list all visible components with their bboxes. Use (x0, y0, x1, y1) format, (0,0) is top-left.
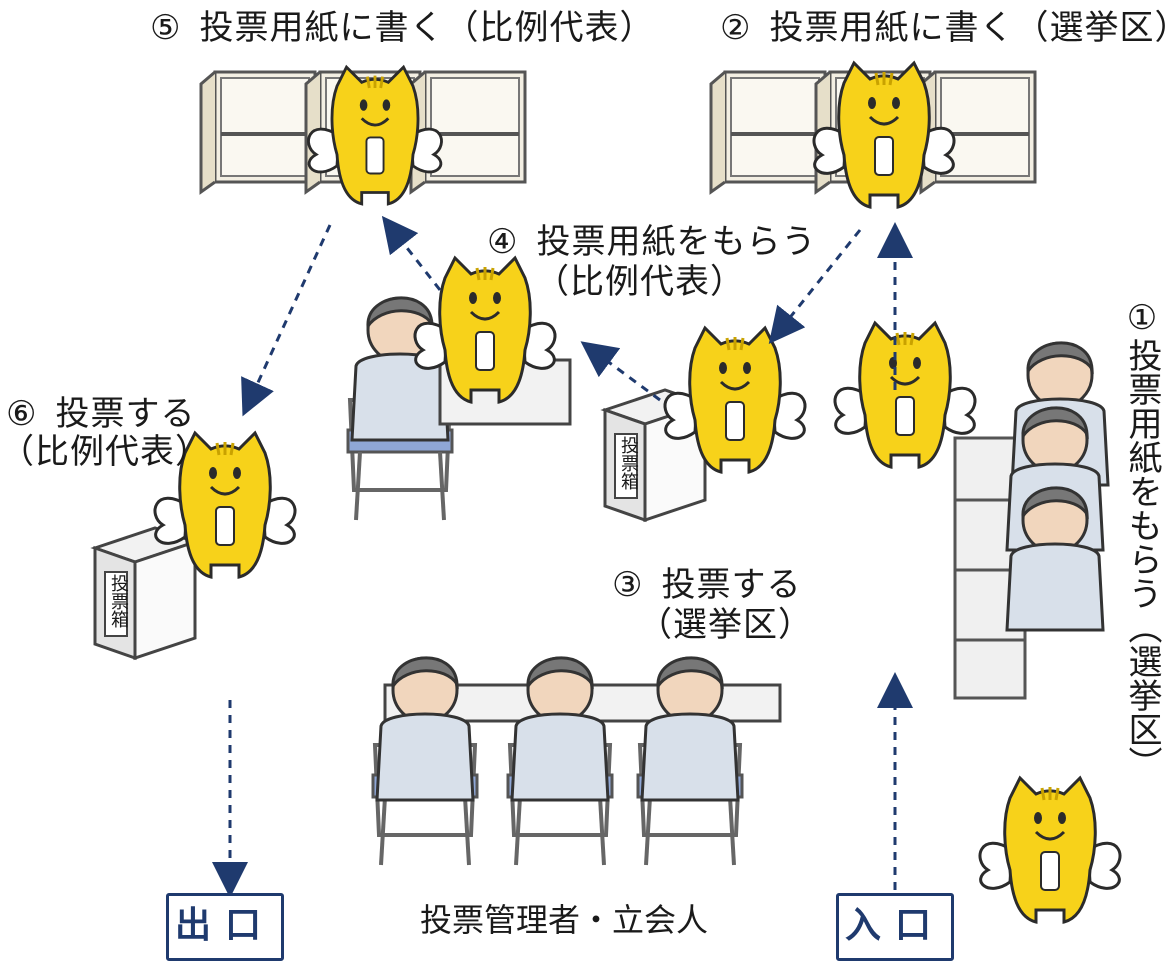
proportional-ballot-desk (346, 256, 572, 522)
constituency-ballot-counter (953, 341, 1110, 700)
step-1-text: 投票用紙をもらう (1122, 338, 1162, 610)
mascot-bottom-right (978, 776, 1122, 924)
step-1-sub: 選挙区 (1122, 644, 1162, 746)
step-1-paren-open: （ (1122, 610, 1162, 644)
step-6-text: 投票する (55, 394, 196, 434)
supervisors-group (371, 656, 782, 867)
staff-caption: 投票管理者・立会人 (420, 901, 709, 939)
step-1-label: ①投票用紙をもらう（選挙区） (1120, 298, 1162, 780)
step-4-label: ④ 投票用紙をもらう (487, 222, 816, 262)
step-5-text: 投票用紙に書く（比例代表） (199, 8, 655, 48)
step-5-number: ⑤ (150, 8, 182, 48)
step-2-label: ② 投票用紙に書く（選挙区） (720, 8, 1170, 48)
step-6-label: ⑥ 投票する (6, 394, 195, 434)
ballot-box-constituency (603, 326, 807, 522)
step-3-sub: （選挙区） (638, 605, 813, 645)
step-1-number: ① (1122, 298, 1162, 338)
booth-group-proportional (199, 65, 527, 206)
step-5-label: ⑤ 投票用紙に書く（比例代表） (150, 8, 654, 48)
ballot-box-label-1: 投票箱 (618, 436, 639, 490)
flow-arrows (212, 215, 913, 920)
step-2-text: 投票用紙に書く（選挙区） (769, 8, 1170, 48)
step-2-number: ② (720, 8, 752, 48)
step-1-paren-close: ） (1122, 746, 1162, 780)
booth-group-constituency (709, 61, 1037, 209)
exit-sign: 出口 (166, 893, 284, 961)
step-3-label: ③ 投票する (612, 565, 801, 605)
entrance-sign: 入口 (836, 893, 954, 961)
step-3-text: 投票する (661, 565, 802, 605)
step-4-text: 投票用紙をもらう (536, 222, 817, 262)
step-3-number: ③ (612, 565, 644, 605)
step-4-number: ④ (487, 222, 519, 262)
step-6-number: ⑥ (6, 394, 38, 434)
step-4-sub: （比例代表） (535, 262, 745, 302)
ballot-box-label-2: 投票箱 (108, 574, 129, 628)
step-6-sub: （比例代表） (0, 432, 210, 472)
